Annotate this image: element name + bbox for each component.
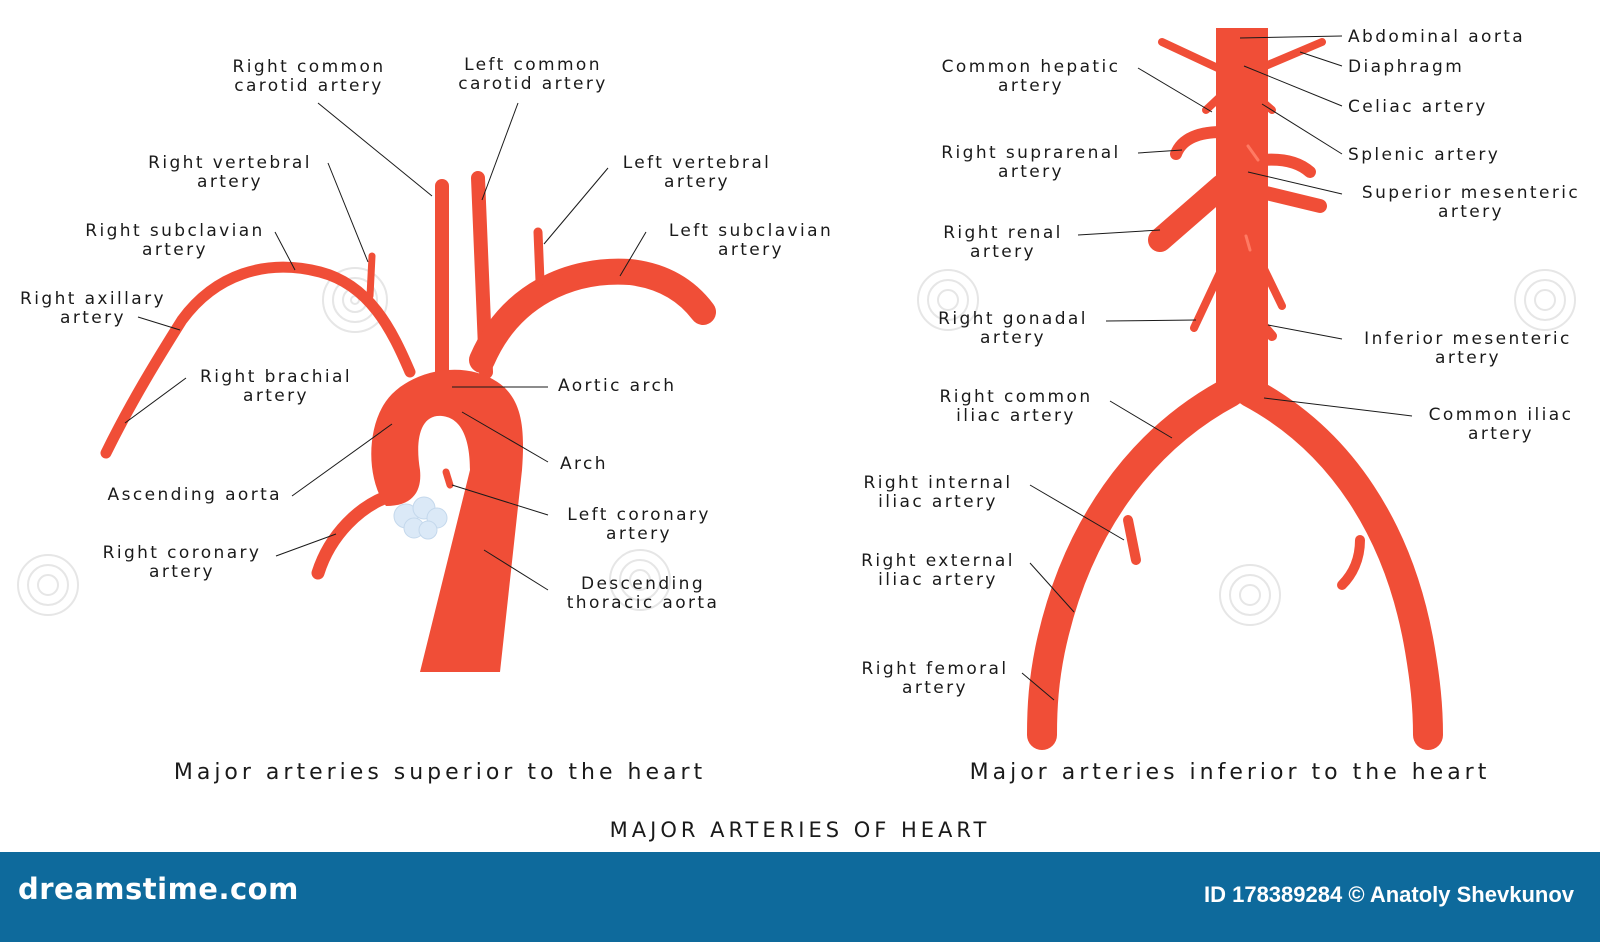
label-inferior-mesenteric: Inferior mesenteric artery xyxy=(1364,329,1572,368)
label-superior-mesenteric: Superior mesenteric artery xyxy=(1361,183,1581,222)
label-right-coronary: Right coronary artery xyxy=(102,543,262,582)
left-renal-artery xyxy=(1255,185,1327,213)
diagram-stage: Right common carotid artery Left common … xyxy=(17,27,1581,842)
label-right-femoral: Right femoral artery xyxy=(861,659,1009,698)
footer-bar: dreamstime.com ID 178389284 © Anatoly Sh… xyxy=(0,852,1600,942)
dreamstime-spiral-icon xyxy=(1514,269,1576,331)
label-right-common-iliac: Right common iliac artery xyxy=(939,387,1093,426)
left-vertebral-artery xyxy=(533,227,545,286)
right-internal-iliac-artery xyxy=(1123,515,1141,565)
inferior-arteries xyxy=(1027,38,1443,750)
label-right-renal: Right renal artery xyxy=(943,223,1063,262)
diagram-title: MAJOR ARTERIES OF HEART xyxy=(609,818,991,842)
label-right-axillary: Right axillary artery xyxy=(20,289,166,328)
label-right-brachial: Right brachial artery xyxy=(200,367,352,406)
label-descending-thoracic: Descending thoracic aorta xyxy=(566,574,720,613)
left-subclavian-artery xyxy=(469,258,716,373)
image-credit: ID 178389284 © Anatoly Shevkunov xyxy=(1203,882,1574,907)
label-right-internal-iliac: Right internal iliac artery xyxy=(863,473,1013,512)
right-vertebral-artery xyxy=(366,252,376,300)
label-celiac: Celiac artery xyxy=(1348,97,1488,117)
dreamstime-spiral-icon xyxy=(17,554,79,616)
left-iliac-femoral-artery xyxy=(1235,377,1443,750)
label-left-common-carotid: Left common carotid artery xyxy=(458,55,608,94)
common-hepatic-artery xyxy=(1158,38,1226,74)
superior-leader-lines xyxy=(124,102,647,591)
dreamstime-spiral-icon xyxy=(1219,564,1281,626)
label-right-gonadal: Right gonadal artery xyxy=(938,309,1088,348)
superior-arteries xyxy=(100,171,716,580)
brand-logo[interactable]: dreamstime.com xyxy=(18,872,299,906)
label-left-vertebral: Left vertebral artery xyxy=(622,153,772,192)
right-subclavian-artery xyxy=(100,261,416,459)
caption-inferior: Major arteries inferior to the heart xyxy=(969,760,1491,785)
inferior-leader-lines xyxy=(1021,35,1413,701)
label-left-coronary: Left coronary artery xyxy=(567,505,711,544)
dreamstime-spiral-icon xyxy=(609,549,671,611)
caption-superior: Major arteries superior to the heart xyxy=(173,760,707,785)
abdominal-aorta xyxy=(1216,28,1268,402)
label-right-common-carotid: Right common carotid artery xyxy=(232,57,386,96)
label-common-hepatic: Common hepatic artery xyxy=(941,57,1121,96)
right-iliac-femoral-artery xyxy=(1027,377,1245,750)
right-suprarenal-artery xyxy=(1170,126,1228,160)
heart-fat xyxy=(393,496,448,540)
label-left-subclavian: Left subclavian artery xyxy=(668,221,834,260)
right-renal-artery xyxy=(1148,174,1234,252)
label-splenic: Splenic artery xyxy=(1348,145,1501,165)
label-arch: Arch xyxy=(560,454,608,474)
label-right-suprarenal: Right suprarenal artery xyxy=(941,143,1121,182)
right-coronary-artery xyxy=(311,488,399,580)
label-aortic-arch: Aortic arch xyxy=(558,376,677,396)
left-internal-iliac-artery xyxy=(1337,535,1365,590)
label-right-external-iliac: Right external iliac artery xyxy=(861,551,1015,590)
label-ascending-aorta: Ascending aorta xyxy=(107,485,282,505)
left-coronary-artery xyxy=(442,468,454,489)
label-abdominal-aorta: Abdominal aorta xyxy=(1348,27,1526,47)
aortic-arch xyxy=(371,369,524,672)
label-diaphragm: Diaphragm xyxy=(1348,57,1465,77)
left-suprarenal-artery xyxy=(1256,153,1316,178)
label-right-vertebral: Right vertebral artery xyxy=(148,153,312,192)
label-common-iliac: Common iliac artery xyxy=(1428,405,1574,444)
label-right-subclavian: Right subclavian artery xyxy=(85,221,265,260)
arteries-illustration xyxy=(17,28,1576,750)
dreamstime-spiral-icon xyxy=(917,269,979,331)
